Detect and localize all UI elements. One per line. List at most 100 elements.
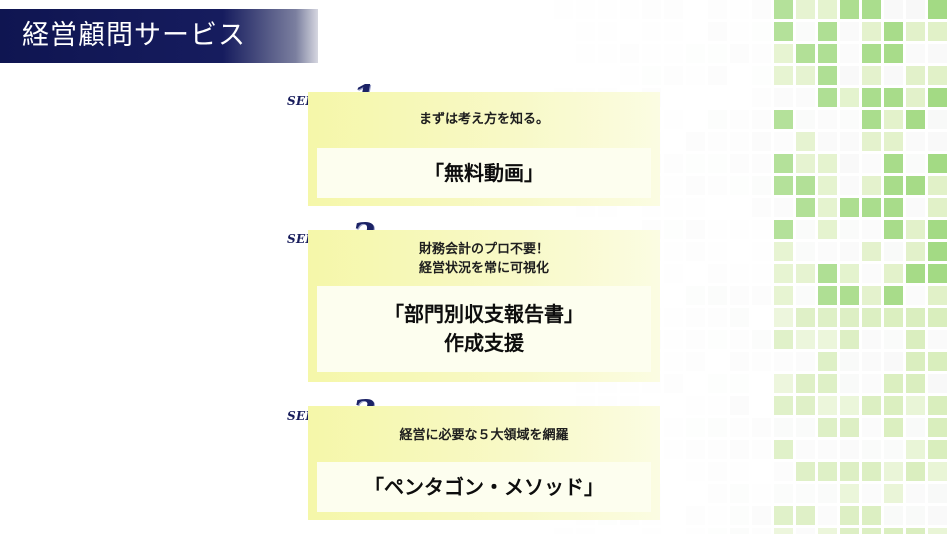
mosaic-tile [818,154,837,173]
mosaic-tile [906,440,925,459]
mosaic-tile [906,176,925,195]
mosaic-tile [664,462,683,481]
mosaic-tile [730,176,749,195]
mosaic-tile [906,110,925,129]
mosaic-tile [796,440,815,459]
mosaic-tile [862,176,881,195]
mosaic-tile [708,110,727,129]
mosaic-tile [796,484,815,503]
mosaic-tile [730,330,749,349]
mosaic-tile [906,264,925,283]
mosaic-tile [664,198,683,217]
mosaic-tile [730,374,749,393]
mosaic-tile [664,396,683,415]
mosaic-tile [708,176,727,195]
mosaic-tile [796,66,815,85]
mosaic-tile [906,374,925,393]
mosaic-tile [620,44,639,63]
mosaic-tile [774,462,793,481]
mosaic-tile [708,88,727,107]
mosaic-tile [686,396,705,415]
mosaic-tile [730,110,749,129]
mosaic-tile [708,484,727,503]
mosaic-tile [554,0,573,19]
mosaic-tile [664,176,683,195]
mosaic-tile [818,0,837,19]
mosaic-tile [752,0,771,19]
mosaic-tile [774,374,793,393]
mosaic-tile [576,44,595,63]
mosaic-tile [730,396,749,415]
mosaic-tile [686,308,705,327]
mosaic-tile [928,418,947,437]
mosaic-tile [774,352,793,371]
mosaic-tile [752,374,771,393]
mosaic-tile [774,330,793,349]
mosaic-tile [906,242,925,261]
mosaic-tile [906,66,925,85]
mosaic-tile [730,264,749,283]
mosaic-tile [884,132,903,151]
mosaic-tile [884,528,903,534]
highlight-line: 「無料動画」 [424,160,544,185]
mosaic-tile [664,88,683,107]
mosaic-tile [708,198,727,217]
mosaic-tile [884,110,903,129]
mosaic-tile [862,0,881,19]
mosaic-tile [884,374,903,393]
mosaic-tile [818,308,837,327]
mosaic-tile [906,286,925,305]
mosaic-tile [686,374,705,393]
mosaic-tile [774,154,793,173]
mosaic-tile [818,220,837,239]
mosaic-tile [818,176,837,195]
mosaic-tile [840,176,859,195]
mosaic-tile [752,198,771,217]
mosaic-tile [840,286,859,305]
mosaic-tile [774,176,793,195]
mosaic-tile [752,484,771,503]
service-2-card: 財務会計のプロ不要！ 経営状況を常に可視化 「部門別収支報告書」 作成支援 [308,230,660,382]
mosaic-tile [796,264,815,283]
mosaic-tile [686,66,705,85]
mosaic-tile [906,132,925,151]
mosaic-tile [906,22,925,41]
mosaic-tile [664,506,683,525]
mosaic-tile [862,242,881,261]
mosaic-tile [686,110,705,129]
mosaic-tile [774,0,793,19]
mosaic-tile [796,374,815,393]
mosaic-tile [862,286,881,305]
mosaic-tile [818,484,837,503]
mosaic-tile [884,88,903,107]
mosaic-tile [818,88,837,107]
mosaic-tile [840,0,859,19]
mosaic-tile [774,66,793,85]
mosaic-tile [774,484,793,503]
service-1-card: まずは考え方を知る。 「無料動画」 [308,92,660,206]
mosaic-tile [774,264,793,283]
mosaic-tile [796,110,815,129]
mosaic-tile [730,132,749,151]
mosaic-tile [664,374,683,393]
mosaic-tile [906,220,925,239]
mosaic-tile [928,66,947,85]
mosaic-tile [730,66,749,85]
mosaic-tile [840,198,859,217]
mosaic-tile [686,440,705,459]
mosaic-tile [818,374,837,393]
mosaic-tile [774,220,793,239]
mosaic-tile [818,264,837,283]
mosaic-tile [840,308,859,327]
mosaic-tile [752,132,771,151]
mosaic-tile [796,220,815,239]
mosaic-tile [752,220,771,239]
mosaic-tile [928,374,947,393]
mosaic-tile [686,176,705,195]
mosaic-tile [884,154,903,173]
mosaic-tile [796,528,815,534]
mosaic-tile [840,484,859,503]
mosaic-tile [554,66,573,85]
mosaic-tile [818,242,837,261]
mosaic-tile [752,242,771,261]
